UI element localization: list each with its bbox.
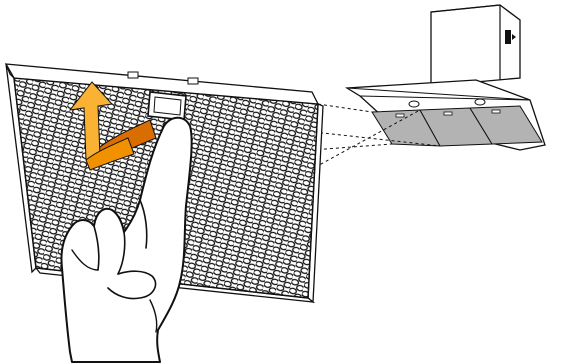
panel-clip [128, 72, 138, 78]
hood-filters [372, 106, 542, 146]
chimney [431, 5, 520, 86]
panel-clip [188, 78, 198, 84]
hood-light [409, 101, 419, 107]
cooker-hood [347, 5, 545, 150]
hood-light [475, 99, 485, 105]
